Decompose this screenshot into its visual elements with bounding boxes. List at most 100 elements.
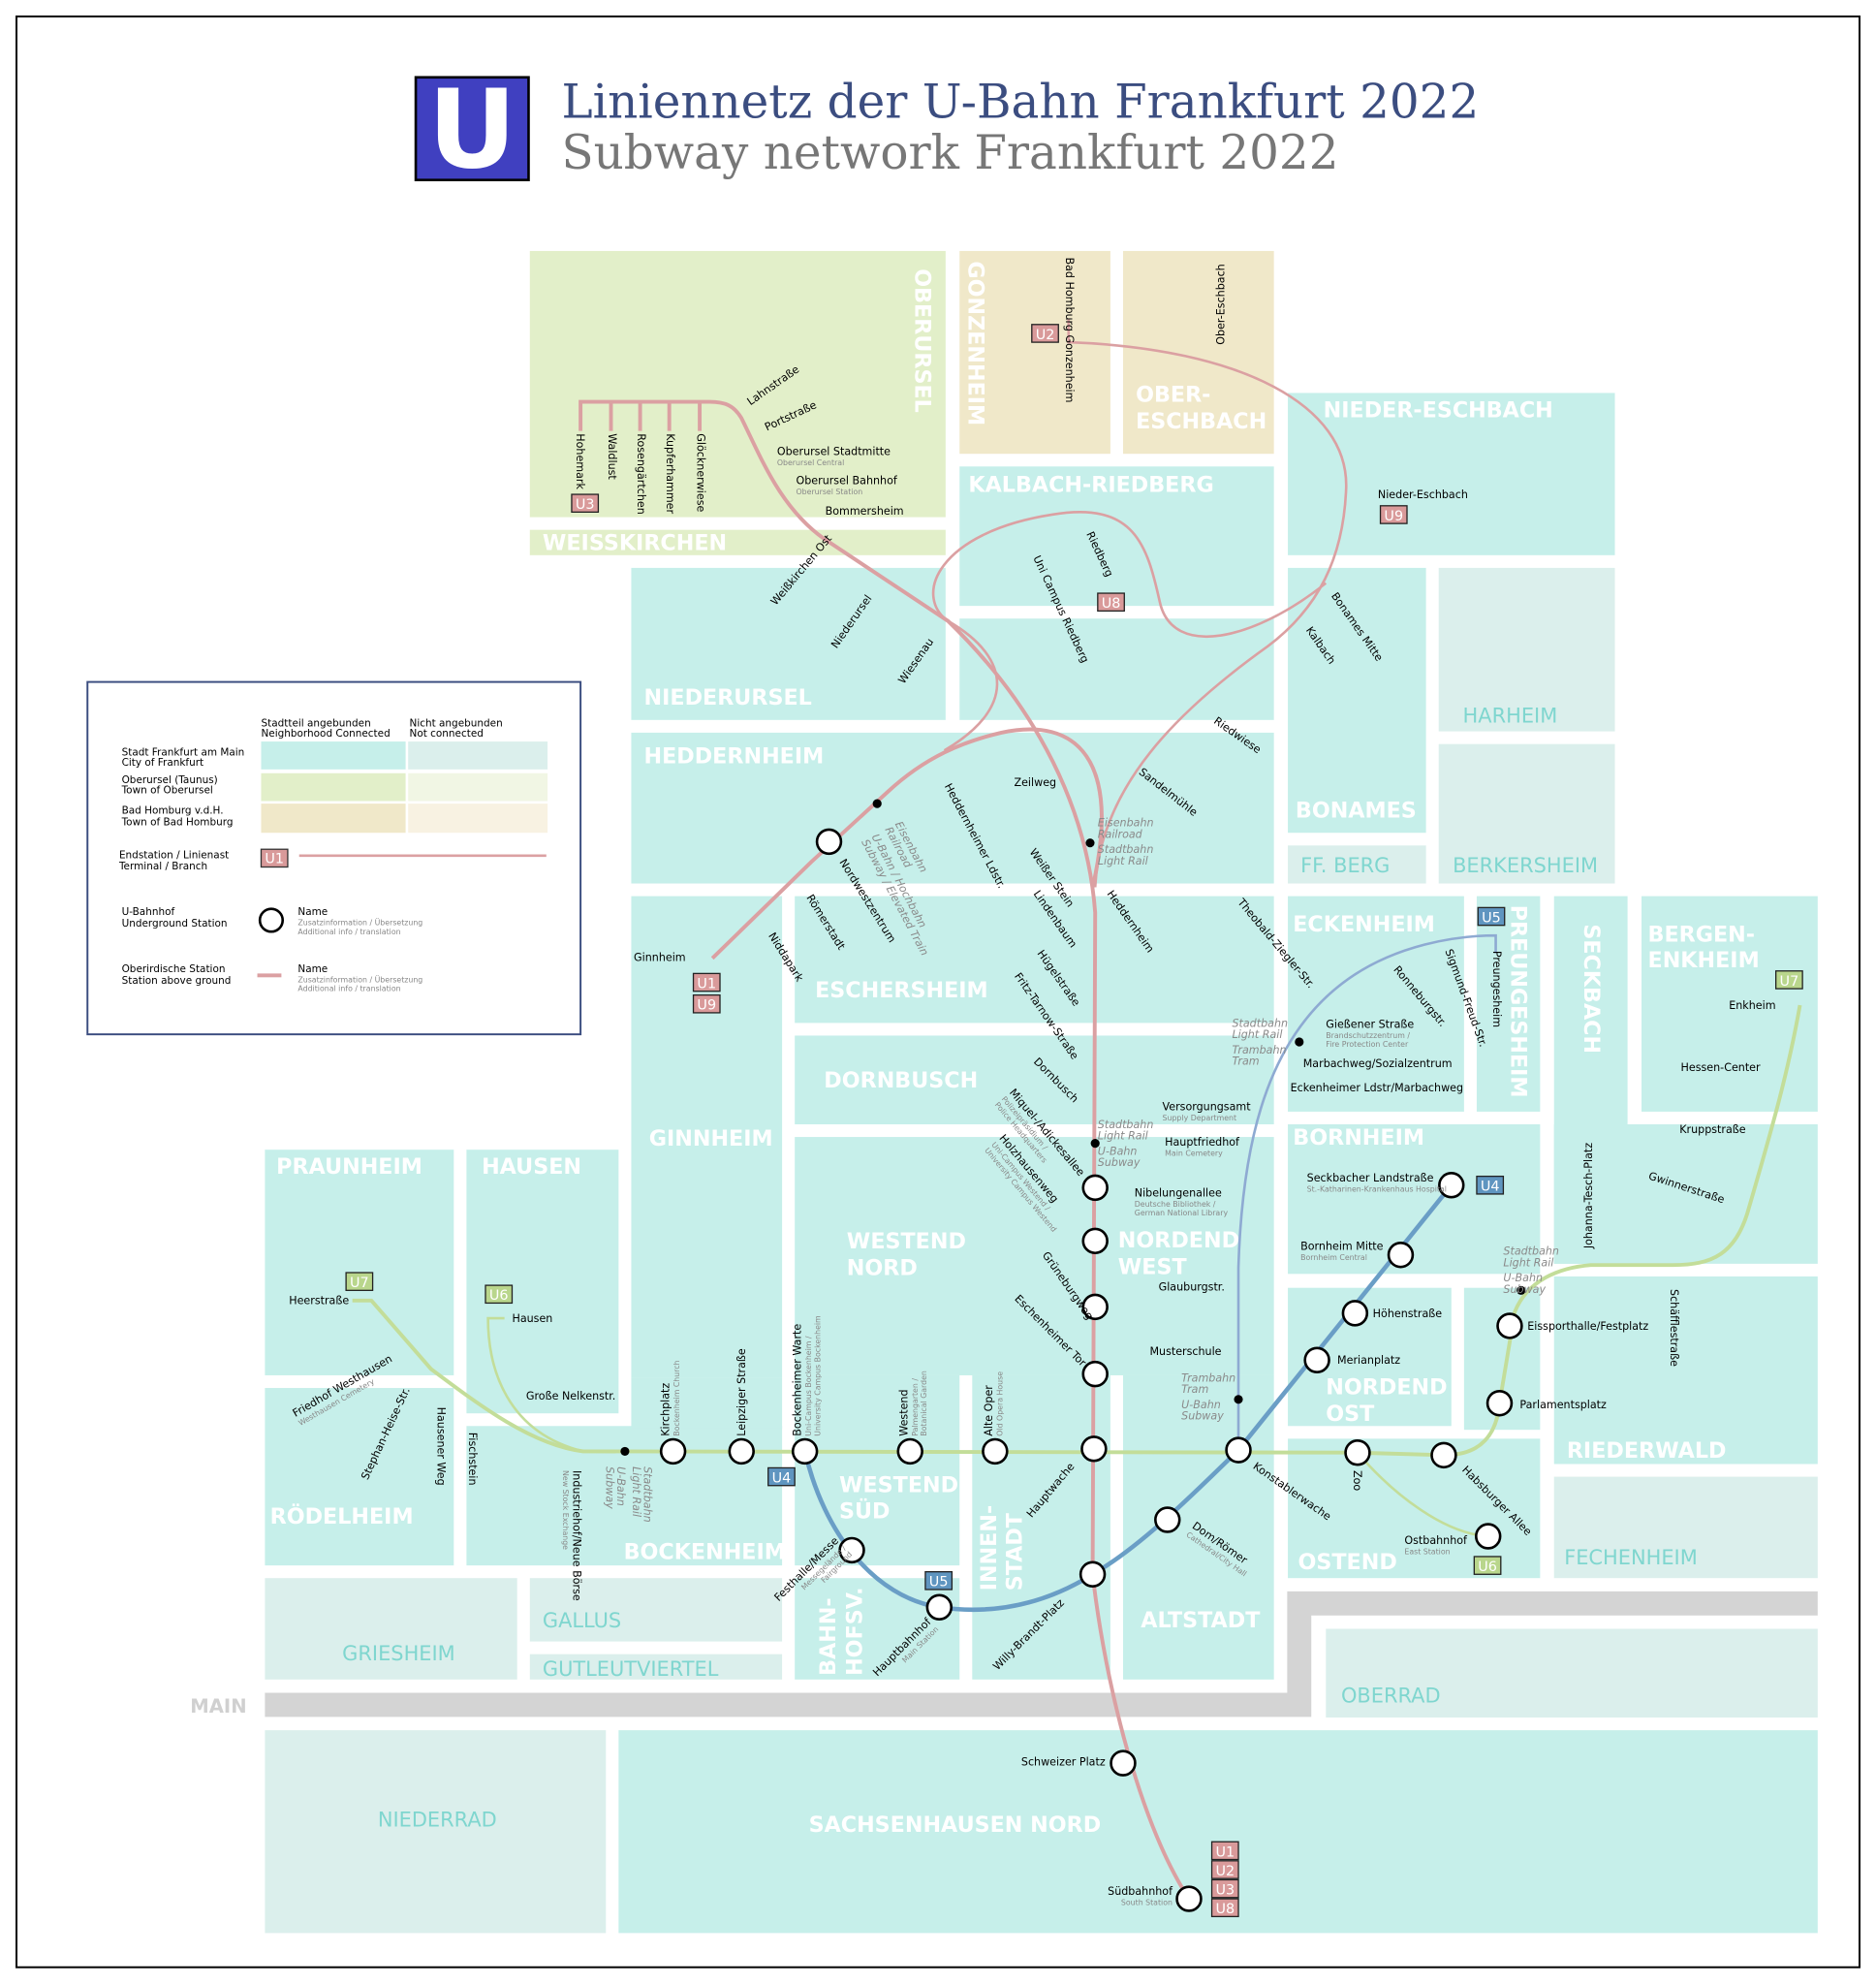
- district-area: [1122, 1374, 1274, 1680]
- district-area: [265, 1150, 454, 1375]
- station[interactable]: Merianplatz: [1303, 1346, 1401, 1373]
- line-badge-box: [345, 1272, 374, 1291]
- annotation-text: U-Bahn: [1098, 1145, 1138, 1157]
- station[interactable]: Rosengärtchen: [635, 433, 647, 514]
- title-english: Subway network Frankfurt 2022: [561, 126, 1338, 180]
- annotation-text: Tram: [1232, 1056, 1259, 1068]
- station-name: Zoo: [1351, 1470, 1363, 1491]
- district-label: GUTLEUTVIERTEL: [543, 1657, 719, 1681]
- station[interactable]: Glöcknerwiese: [694, 433, 706, 512]
- station[interactable]: Musterschule: [1149, 1345, 1221, 1358]
- station[interactable]: Marbachweg/Sozialzentrum: [1303, 1057, 1453, 1070]
- station[interactable]: Enkheim: [1729, 999, 1775, 1012]
- district-area: [795, 1374, 960, 1566]
- station[interactable]: Große Nelkenstr.: [526, 1390, 615, 1402]
- station-name: Südbahnhof: [1108, 1885, 1173, 1898]
- station[interactable]: Eckenheimer Ldstr/Marbachweg: [1291, 1082, 1463, 1094]
- station[interactable]: Zoo: [1344, 1438, 1371, 1491]
- station-name: Preungesheim: [1490, 951, 1503, 1027]
- district-label: ESCHERSHEIM: [815, 978, 988, 1003]
- district-area: [1288, 1438, 1541, 1579]
- station[interactable]: Waldlust: [606, 433, 618, 480]
- legend-underground-label: Underground Station: [122, 918, 228, 929]
- district-label: BERGEN-: [1648, 923, 1755, 948]
- lines-layer: [352, 319, 1802, 1901]
- station[interactable]: Heerstraße: [289, 1295, 349, 1308]
- station[interactable]: Hausen: [512, 1312, 552, 1325]
- station[interactable]: Kupferhammer: [664, 433, 676, 514]
- station-name: Industriehof/Neue Börse: [570, 1470, 582, 1601]
- underground-station-circle-icon: [1303, 1346, 1330, 1373]
- station[interactable]: Ginnheim: [634, 951, 686, 963]
- station[interactable]: Hessen-Center: [1681, 1061, 1761, 1074]
- station[interactable]: Leipziger Straße: [728, 1348, 755, 1465]
- district-area: [265, 1730, 607, 1934]
- district-label: PRAUNHEIM: [276, 1154, 422, 1180]
- annotation-text: Subway: [1098, 1156, 1141, 1169]
- u-bahn-logo-letter: U: [428, 67, 516, 194]
- station[interactable]: Höhenstraße: [1341, 1300, 1442, 1327]
- line-badge-label: U3: [576, 497, 595, 513]
- station[interactable]: Bad Homburg Gonzenheim: [1063, 257, 1076, 402]
- station[interactable]: Bommersheim: [826, 505, 904, 518]
- station[interactable]: Eissporthalle/Festplatz: [1496, 1312, 1649, 1339]
- station[interactable]: Preungesheim: [1490, 951, 1503, 1027]
- district-label: GINNHEIM: [649, 1126, 773, 1151]
- district-area: [1438, 743, 1615, 884]
- line-badge-box: [485, 1284, 514, 1305]
- station-name: Bockenheimer Warte: [792, 1324, 804, 1436]
- station-name: Bommersheim: [826, 505, 904, 518]
- station[interactable]: Seckbacher LandstraßeSt.-Katharinen-Kran…: [1307, 1172, 1465, 1199]
- station[interactable]: Parlamentsplatz: [1485, 1389, 1607, 1417]
- line-badge-label: U4: [1481, 1180, 1500, 1195]
- station[interactable]: Zeilweg: [1014, 776, 1056, 789]
- line-badge-u3: U3: [571, 493, 600, 513]
- line-badge-u8: U8: [1210, 1898, 1239, 1917]
- station[interactable]: Schäfflestraße: [1668, 1289, 1680, 1367]
- station[interactable]: Kruppstraße: [1679, 1123, 1746, 1136]
- station[interactable]: Johanna-Tesch-Platz: [1582, 1143, 1595, 1249]
- station-name: Oberursel Stadtmitte: [777, 445, 891, 457]
- station[interactable]: Fischstein: [466, 1433, 479, 1486]
- district-label: OBERRAD: [1341, 1684, 1441, 1707]
- line-badge-label: U6: [1478, 1560, 1497, 1575]
- legend-terminal-label: Terminal / Branch: [118, 861, 207, 872]
- station-name: Fischstein: [466, 1433, 479, 1486]
- station-name: Hauptfriedhof: [1165, 1136, 1240, 1149]
- station[interactable]: Schweizer Platz: [1021, 1749, 1137, 1777]
- district-area: [1553, 1276, 1818, 1465]
- line-badge-box: [1031, 324, 1059, 343]
- district-label: WESTEND: [847, 1229, 966, 1254]
- station[interactable]: Nieder-Eschbach: [1378, 488, 1468, 501]
- station[interactable]: Ober-Eschbach: [1215, 264, 1228, 344]
- district-area: [1288, 896, 1464, 1112]
- station-name: Kirchplatz: [660, 1383, 672, 1436]
- district-area: [631, 1377, 783, 1429]
- annotation-text: U-Bahn: [1503, 1272, 1543, 1284]
- legend-box: [86, 680, 582, 1036]
- station-name: Große Nelkenstr.: [526, 1390, 615, 1402]
- station[interactable]: Hausener Weg: [434, 1407, 447, 1486]
- station[interactable]: Hohemark: [574, 433, 586, 489]
- station[interactable]: Glauburgstr.: [1159, 1280, 1225, 1293]
- station-subtitle-line: Palmengarten /: [911, 1378, 920, 1436]
- underground-station-circle-icon: [1081, 1227, 1109, 1255]
- station-name: Eissporthalle/Festplatz: [1527, 1320, 1648, 1333]
- legend-terminal-badge-text: U1: [265, 852, 284, 867]
- legend-swatch-oberursel: [261, 772, 406, 802]
- district-label: GALLUS: [543, 1609, 621, 1632]
